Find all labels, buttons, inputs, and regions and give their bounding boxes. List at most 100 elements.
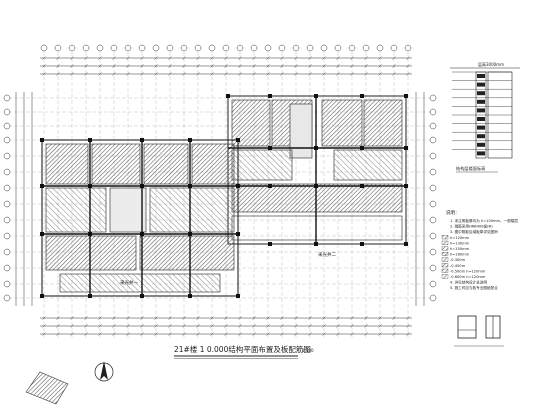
- dim-tick: [252, 64, 256, 68]
- dim-tick: [392, 72, 396, 76]
- dim-tick: [364, 56, 368, 60]
- dim-tick: [154, 332, 158, 336]
- legend-swatch: [441, 268, 449, 273]
- dim-tick: [266, 324, 270, 328]
- dim-tick: [196, 324, 200, 328]
- dim-tick: [406, 72, 410, 76]
- column: [360, 146, 364, 150]
- dim-tick: [280, 56, 284, 60]
- dim-tick: [336, 316, 340, 320]
- dim-tick: [112, 316, 116, 320]
- dim-tick: [280, 64, 284, 68]
- dim-tick: [56, 316, 60, 320]
- dim-tick: [294, 316, 298, 320]
- grid-bubble: [68, 44, 76, 52]
- dim-tick: [238, 56, 242, 60]
- dim-tick: [322, 324, 326, 328]
- columns: [40, 94, 408, 298]
- column: [88, 184, 92, 188]
- column: [314, 184, 318, 188]
- grid-bubble: [429, 280, 437, 288]
- column: [88, 232, 92, 236]
- column: [140, 184, 144, 188]
- dim-tick: [280, 332, 284, 336]
- grid-bubble: [429, 122, 437, 130]
- grid-bubble: [278, 44, 286, 52]
- grid-bubble: [429, 94, 437, 102]
- dim-tick: [98, 64, 102, 68]
- grid-bubble: [3, 184, 11, 192]
- dim-tick: [336, 72, 340, 76]
- dim-tick: [210, 72, 214, 76]
- dim-tick: [168, 316, 172, 320]
- dim-tick: [238, 332, 242, 336]
- dim-tick: [224, 324, 228, 328]
- main-block: [41, 139, 239, 297]
- dim-tick: [336, 332, 340, 336]
- dim-tick: [168, 332, 172, 336]
- floor-row-mark: [477, 82, 485, 87]
- dim-tick: [182, 72, 186, 76]
- dim-tick: [336, 324, 340, 328]
- dim-tick: [126, 72, 130, 76]
- dim-tick: [56, 324, 60, 328]
- dim-tick: [154, 316, 158, 320]
- column: [140, 138, 144, 142]
- dim-tick: [126, 64, 130, 68]
- grid-bubble: [110, 44, 118, 52]
- grid-bubble: [82, 44, 90, 52]
- legend-swatch: [441, 263, 449, 268]
- column: [236, 138, 240, 142]
- column: [236, 294, 240, 298]
- grid-bubble: [3, 264, 11, 272]
- dim-tick: [154, 56, 158, 60]
- grid-bubble: [166, 44, 174, 52]
- column: [404, 94, 408, 98]
- dim-tick: [84, 64, 88, 68]
- dim-tick: [238, 324, 242, 328]
- grid-bubble: [3, 248, 11, 256]
- floor-elevation-table: 层高3000mm 结构层楼面标高: [450, 61, 520, 173]
- dim-tick: [224, 316, 228, 320]
- dim-tick: [168, 64, 172, 68]
- note-line: -0.600m h=120mm: [450, 275, 486, 279]
- dim-tick: [378, 316, 382, 320]
- dim-tick: [70, 324, 74, 328]
- dim-tick: [266, 316, 270, 320]
- legend-swatch: [441, 257, 449, 262]
- column: [88, 294, 92, 298]
- legend-swatch: [441, 240, 449, 245]
- plan-label-upper: 采光井二: [318, 251, 336, 258]
- dim-tick: [336, 64, 340, 68]
- dim-tick: [308, 64, 312, 68]
- dim-tick: [392, 316, 396, 320]
- grid-bubble: [3, 294, 11, 302]
- dim-tick: [70, 56, 74, 60]
- dim-tick: [350, 56, 354, 60]
- grid-bubble: [138, 44, 146, 52]
- grid-bubble: [429, 216, 437, 224]
- column: [236, 232, 240, 236]
- dim-tick: [154, 72, 158, 76]
- grid-bubble: [348, 44, 356, 52]
- dim-tick: [378, 64, 382, 68]
- drawing-scale: 1:100: [302, 348, 314, 353]
- column: [40, 232, 44, 236]
- dim-tick: [252, 316, 256, 320]
- dim-tick: [56, 56, 60, 60]
- column: [268, 184, 272, 188]
- dim-tick: [126, 332, 130, 336]
- grid-bubble: [429, 136, 437, 144]
- floor-plan: 采光井二 采光井一: [3, 44, 437, 340]
- grid-bubble: [208, 44, 216, 52]
- dim-tick: [364, 72, 368, 76]
- column: [268, 146, 272, 150]
- dim-tick: [294, 72, 298, 76]
- dim-tick: [182, 332, 186, 336]
- dimension-ticks: [42, 56, 410, 336]
- dim-tick: [308, 56, 312, 60]
- grid-bubble: [3, 168, 11, 176]
- legend-swatch: [441, 274, 449, 279]
- dim-tick: [182, 56, 186, 60]
